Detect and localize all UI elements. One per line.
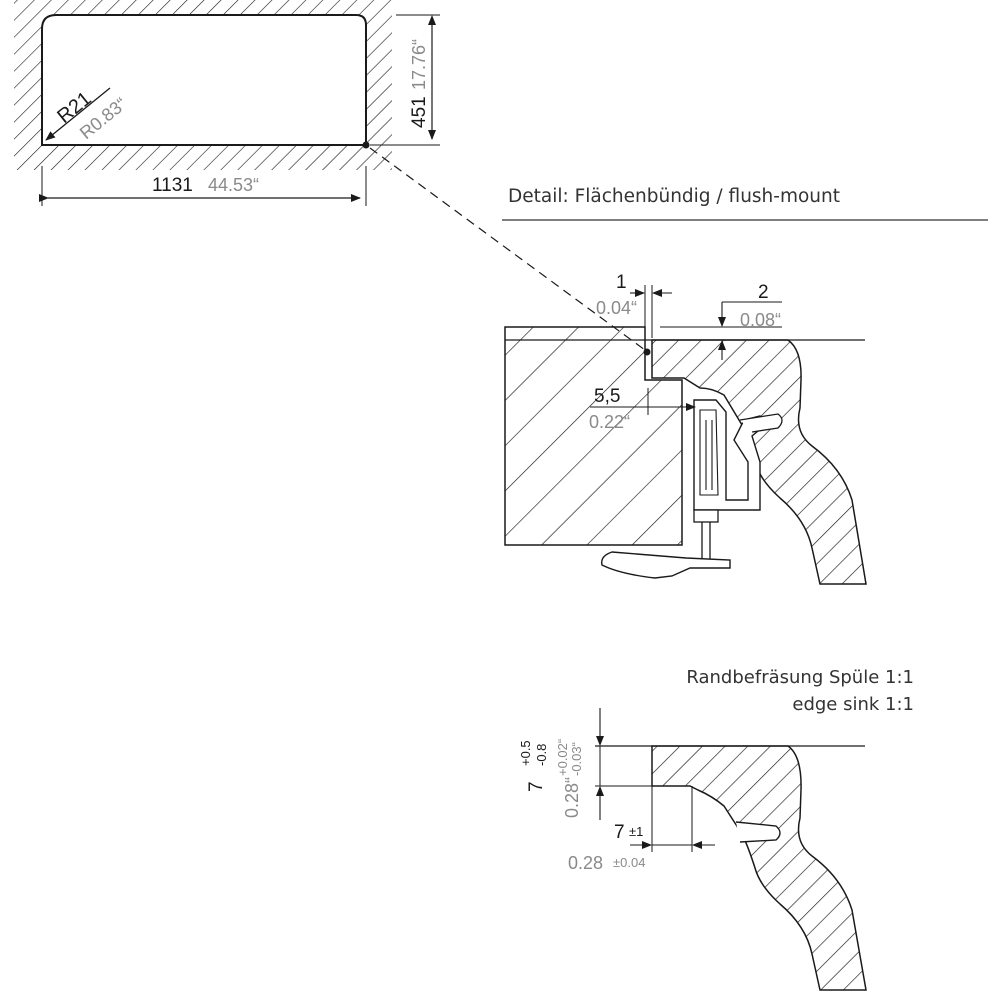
clip-screw-head: [693, 509, 719, 523]
sink-overview: R21 R0.83“ 1131 44.53“ 451 17.76“: [14, 0, 646, 351]
edge-depth-tol-minus-mm: -0.8: [534, 744, 549, 766]
width-in-label: 44.53“: [208, 175, 259, 195]
clip-inner-detail: [699, 409, 719, 496]
fixing-bracket: [601, 551, 731, 579]
recess-in-label: 0.08“: [740, 310, 781, 330]
clip-hook: [739, 413, 783, 433]
edge-heading-de: Randbefräsung Spüle 1:1: [686, 667, 914, 688]
offset-mm-label: 5,5: [594, 386, 620, 407]
depth-mm-label: 451: [409, 96, 430, 128]
edge-depth-in: 0.28“: [562, 777, 582, 818]
edge-depth-mm: 7: [526, 781, 547, 792]
recess-mm-label: 2: [758, 282, 769, 303]
detail-flush-heading: Detail: Flächenbündig / flush-mount: [508, 186, 840, 207]
gap-in-label: 0.04“: [596, 298, 637, 318]
detail-edge-sink: Randbefräsung Spüle 1:1 edge sink 1:1 7 …: [518, 667, 914, 991]
edge-depth-tol-plus-in: +0.02“: [555, 739, 570, 776]
depth-in-label: 17.76“: [409, 39, 429, 90]
edge-width-in: 0.28: [568, 853, 603, 873]
width-mm-label: 1131: [152, 175, 193, 196]
edge-width-tol-mm: ±1: [629, 824, 643, 839]
overview-hatch-frame: [14, 0, 392, 170]
edge-depth-tol-plus-mm: +0.5: [518, 740, 533, 766]
edge-width-mm: 7: [614, 822, 625, 843]
offset-in-label: 0.22“: [589, 412, 630, 432]
detail-leader-dashed: [369, 147, 646, 351]
edge-rim-section: [651, 745, 867, 991]
edge-depth-tol-minus-in: -0.03“: [569, 742, 584, 776]
detail-reference-dot: [362, 141, 370, 149]
edge-heading-en: edge sink 1:1: [792, 694, 914, 715]
radius-leader: [45, 87, 111, 141]
edge-width-tol-in: ±0.04: [613, 855, 645, 870]
gap-mm-label: 1: [616, 272, 627, 293]
edge-rim-nose: [735, 821, 781, 843]
detail-flush-mount: Detail: Flächenbündig / flush-mount 1 0.…: [502, 186, 988, 585]
detail-point-dot: [643, 348, 651, 356]
